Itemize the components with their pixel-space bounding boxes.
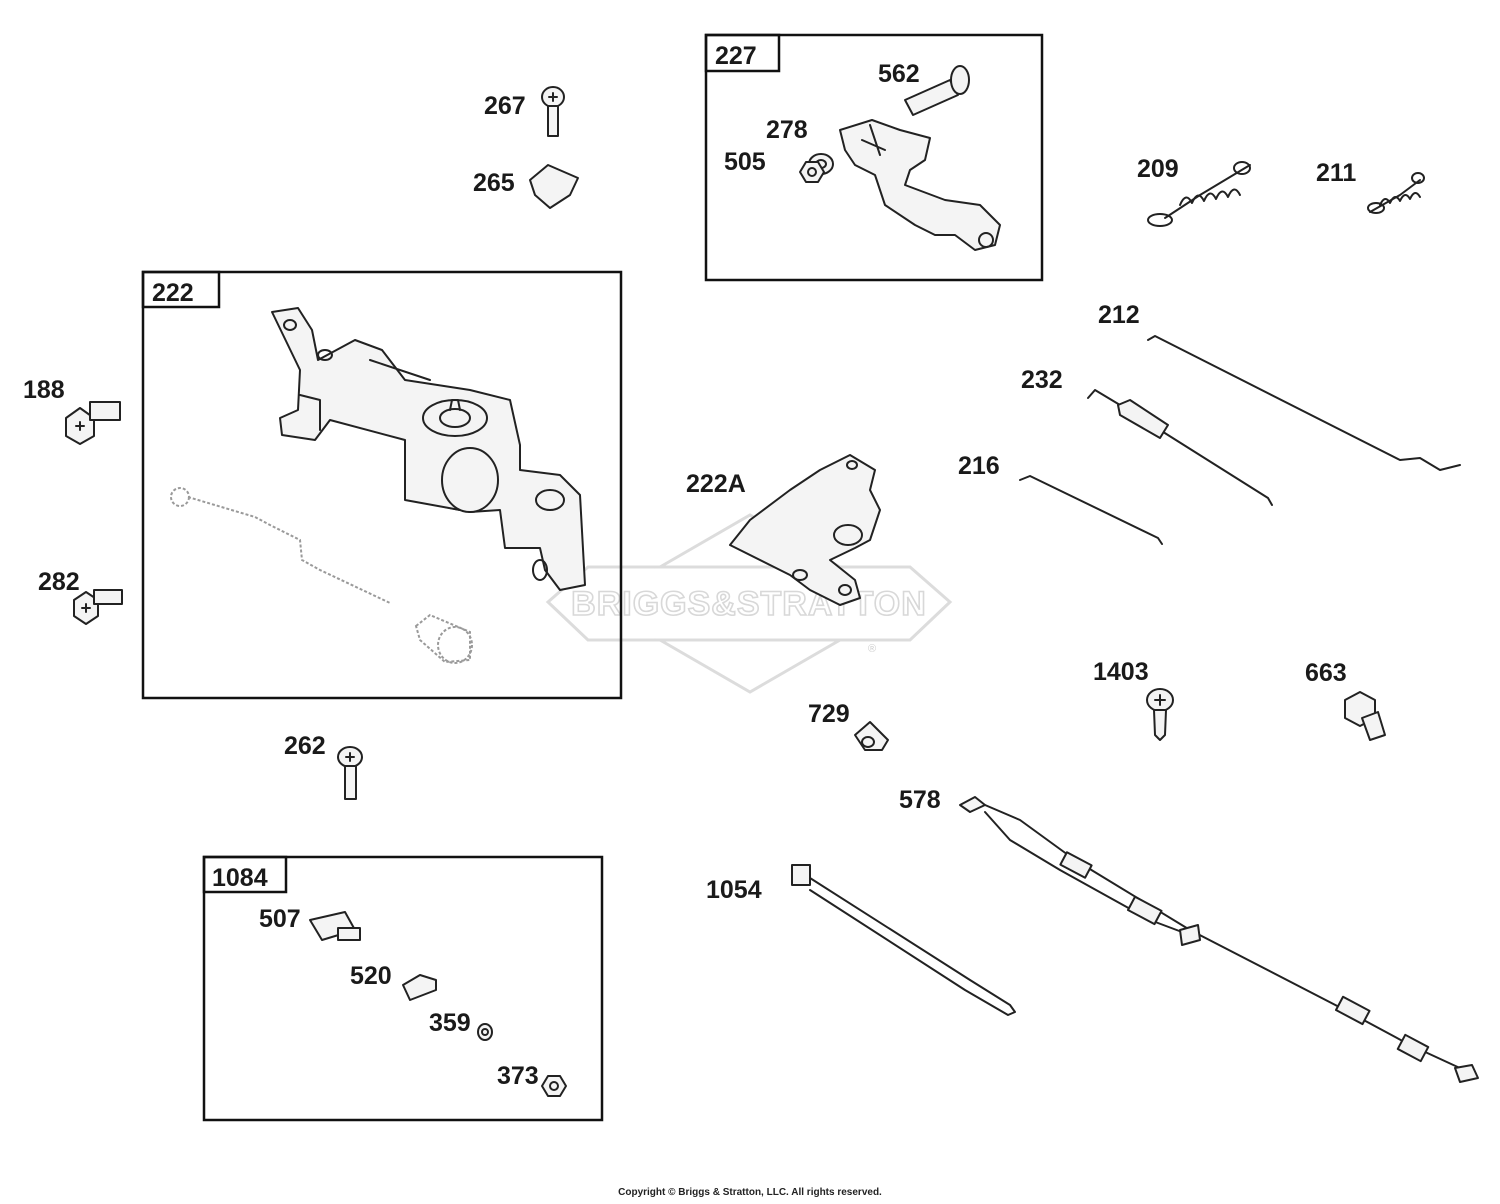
pin-562-part[interactable] [904,65,970,116]
callout-359: 359 [429,1009,471,1037]
callout-232: 232 [1021,366,1063,394]
callout-505: 505 [724,148,766,176]
screw-262-part[interactable] [337,746,363,800]
ghost-link-rod [170,487,473,664]
washer-359-part[interactable] [477,1023,493,1041]
group-227: 227 [704,33,1044,282]
callout-265: 265 [473,169,515,197]
callout-222A: 222A [686,470,746,498]
bolt-663-part[interactable] [1344,691,1386,741]
callout-282: 282 [38,568,80,596]
nut-505-part[interactable] [799,161,825,183]
governor-bracket-part[interactable] [271,307,586,591]
clip-729-part[interactable] [854,721,889,751]
link-216-part[interactable] [1019,475,1163,545]
link-212-part[interactable] [1147,335,1461,471]
bolt-282-part[interactable] [73,589,123,625]
callout-562: 562 [878,60,920,88]
group-label-227: 227 [715,42,757,70]
callout-211: 211 [1316,159,1356,187]
callout-216: 216 [958,452,1000,480]
terminal-520-part[interactable] [402,974,437,1001]
watermark-brand: BRIGGS&STRATTON [571,585,927,623]
callout-267: 267 [484,92,526,120]
watermark-logo: BRIGGS&STRATTON ® [545,513,953,694]
bracket-222A-part[interactable] [729,454,881,606]
spring-209-part[interactable] [1147,161,1251,227]
bolt-188-part[interactable] [65,401,121,445]
copyright-notice: Copyright © Briggs & Stratton, LLC. All … [618,1187,882,1198]
cable-tie-1054-part[interactable] [791,864,1016,1016]
callout-1403: 1403 [1093,658,1149,686]
callout-212: 212 [1098,301,1140,329]
spring-232-part[interactable] [1087,389,1273,506]
group-label-222: 222 [152,279,194,307]
callout-262: 262 [284,732,326,760]
switch-507-part[interactable] [309,911,361,941]
callout-729: 729 [808,700,850,728]
spring-211-part[interactable] [1367,172,1425,214]
harness-578-part[interactable] [959,796,1479,1083]
callout-373: 373 [497,1062,539,1090]
callout-578: 578 [899,786,941,814]
callout-507: 507 [259,905,301,933]
group-1084: 1084 [202,855,604,1122]
callout-1054: 1054 [706,876,762,904]
callout-520: 520 [350,962,392,990]
control-bracket-part[interactable] [839,119,1001,251]
nut-373-part[interactable] [541,1075,567,1097]
callout-188: 188 [23,376,65,404]
callout-209: 209 [1137,155,1179,183]
callout-278: 278 [766,116,808,144]
callout-663: 663 [1305,659,1347,687]
clip-265-part[interactable] [529,164,579,209]
watermark-registered-mark: ® [868,643,876,655]
screw-1403-part[interactable] [1146,688,1174,741]
screw-267-part[interactable] [541,86,565,137]
group-label-1084: 1084 [212,864,268,892]
group-222: 222 [141,270,623,700]
